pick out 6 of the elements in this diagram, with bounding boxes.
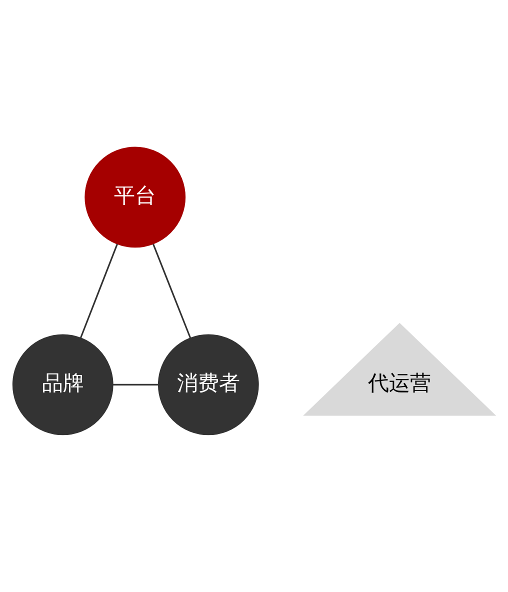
connector	[112, 383, 158, 385]
connector	[152, 243, 192, 338]
node-circle: 品牌	[12, 334, 114, 435]
connector	[80, 243, 118, 338]
node-circle: 消费者	[158, 334, 259, 435]
node-circle: 平台	[84, 146, 186, 248]
